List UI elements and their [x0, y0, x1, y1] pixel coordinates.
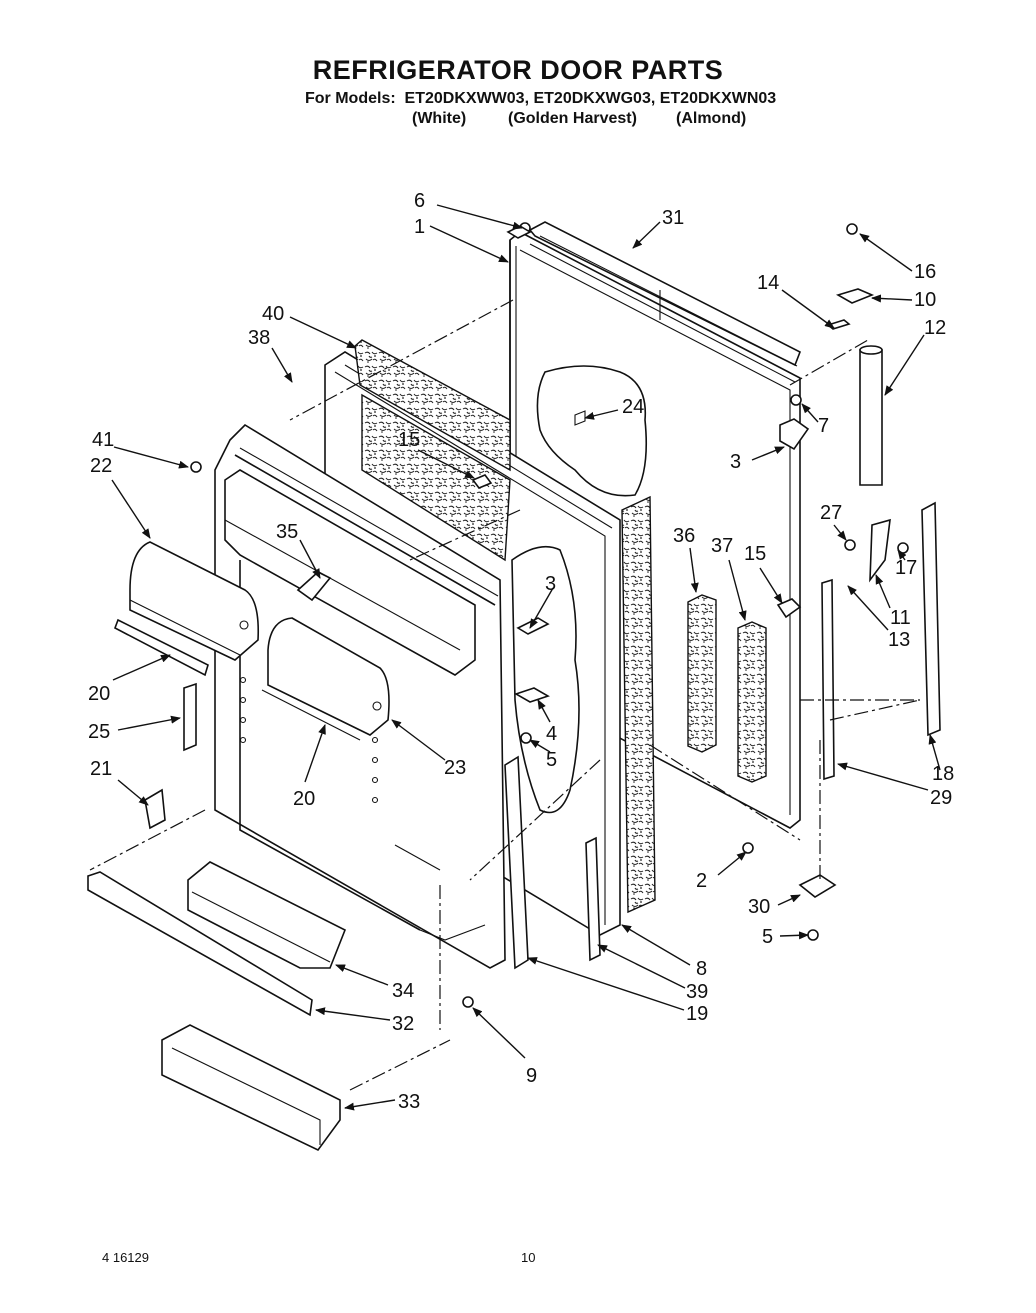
- callout-27: 27: [820, 502, 842, 524]
- bracket-part-4: [514, 687, 550, 703]
- shelf-bracket-part-35: [296, 571, 332, 602]
- callout-8: 8: [696, 958, 707, 980]
- callout-6: 6: [414, 190, 425, 212]
- callout-12: 12: [924, 317, 946, 339]
- callout-4: 4: [546, 723, 557, 745]
- dairy-door-part-22: [129, 541, 260, 661]
- color-white: (White): [412, 110, 467, 127]
- models-line: For Models: ET20DKXWW03, ET20DKXWG03, ET…: [305, 90, 777, 107]
- callout-13: 13: [888, 629, 910, 651]
- hinge-part-10: [835, 288, 875, 304]
- door-shelf-part-34: [187, 861, 347, 969]
- strip-part-19: [585, 836, 601, 962]
- hinge-bracket-part-3: [779, 418, 810, 451]
- document-number: 4 16129: [102, 1250, 149, 1265]
- callout-32: 32: [392, 1013, 414, 1035]
- foam-liner-part-40: [354, 339, 511, 472]
- screw-part-9: [462, 996, 474, 1008]
- clip-part-21: [144, 788, 166, 830]
- clip-part-24: [574, 410, 586, 426]
- callout-15: 15: [398, 429, 420, 451]
- callout-29: 29: [930, 787, 952, 809]
- shelf-holes: [239, 676, 379, 804]
- callout-5b: 5: [762, 926, 773, 948]
- callout-5: 5: [546, 749, 557, 771]
- callout-41: 41: [92, 429, 114, 451]
- screw-part-41: [190, 461, 202, 473]
- hinge-part-30: [798, 874, 837, 898]
- callout-3: 3: [730, 451, 741, 473]
- screw-part-7: [790, 394, 802, 406]
- assembly-lines: [89, 299, 921, 1091]
- callout-30: 30: [748, 896, 770, 918]
- callout-36: 36: [673, 525, 695, 547]
- callout-1: 1: [414, 216, 425, 238]
- callout-3b: 3: [545, 573, 556, 595]
- callout-19: 19: [686, 1003, 708, 1025]
- callout-21: 21: [90, 758, 112, 780]
- door-stop-part-11: [869, 518, 891, 583]
- callout-18: 18: [932, 763, 954, 785]
- callout-23: 23: [444, 757, 466, 779]
- callout-24: 24: [622, 396, 644, 418]
- rail-part-29: [821, 578, 835, 781]
- callout-38: 38: [248, 327, 270, 349]
- callout-35: 35: [276, 521, 298, 543]
- callout-40: 40: [262, 303, 284, 325]
- page-title: REFRIGERATOR DOOR PARTS: [312, 55, 724, 85]
- trim-part-32: [87, 871, 313, 1017]
- callout-33: 33: [398, 1091, 420, 1113]
- shim-part-14: [826, 319, 851, 330]
- callout-20b: 20: [293, 788, 315, 810]
- handle-part-12: [859, 345, 883, 486]
- page-number: 10: [521, 1250, 536, 1265]
- bracket-part-25: [183, 682, 197, 752]
- foam-block-part-36: [687, 594, 717, 753]
- callout-25: 25: [88, 721, 110, 743]
- hinge-part-15-right: [776, 598, 802, 619]
- callout-15b: 15: [744, 543, 766, 565]
- callout-17: 17: [895, 557, 917, 579]
- screw-part-5-right: [807, 929, 819, 941]
- callout-10: 10: [914, 289, 936, 311]
- top-trim-part-31: [528, 221, 802, 367]
- foam-block-part-37: [737, 621, 767, 783]
- screw-part-27: [844, 539, 856, 551]
- callout-7: 7: [818, 415, 829, 437]
- callout-34: 34: [392, 980, 414, 1002]
- foam-liner-inner: [361, 393, 511, 562]
- insulation-cutout: [536, 365, 648, 497]
- screw-part-5: [520, 732, 532, 744]
- rail-part-20-left: [114, 618, 209, 677]
- callout-31: 31: [662, 207, 684, 229]
- dairy-door-part-23: [261, 617, 390, 741]
- screw-part-16: [846, 223, 858, 235]
- callout-22: 22: [90, 455, 112, 477]
- callout-20: 20: [88, 683, 110, 705]
- callout-11: 11: [890, 607, 911, 629]
- callout-14: 14: [757, 272, 779, 294]
- color-almond: (Almond): [676, 110, 747, 127]
- liner-cutaway: [511, 545, 580, 814]
- callout-37: 37: [711, 535, 733, 557]
- callout-16: 16: [914, 261, 936, 283]
- callout-9: 9: [526, 1065, 537, 1087]
- screw-part-2: [742, 842, 754, 854]
- door-bin-part-33: [161, 1024, 341, 1152]
- rail-part-18: [921, 501, 941, 737]
- color-golden-harvest: (Golden Harvest): [508, 110, 637, 127]
- callouts: 6 1 31 16 14 10 12 40 38 24 7 41 22 15 3…: [88, 190, 954, 1113]
- hinge-part-15-left: [471, 474, 493, 489]
- callout-2: 2: [696, 870, 707, 892]
- foam-strip: [621, 495, 656, 914]
- callout-39: 39: [686, 981, 708, 1003]
